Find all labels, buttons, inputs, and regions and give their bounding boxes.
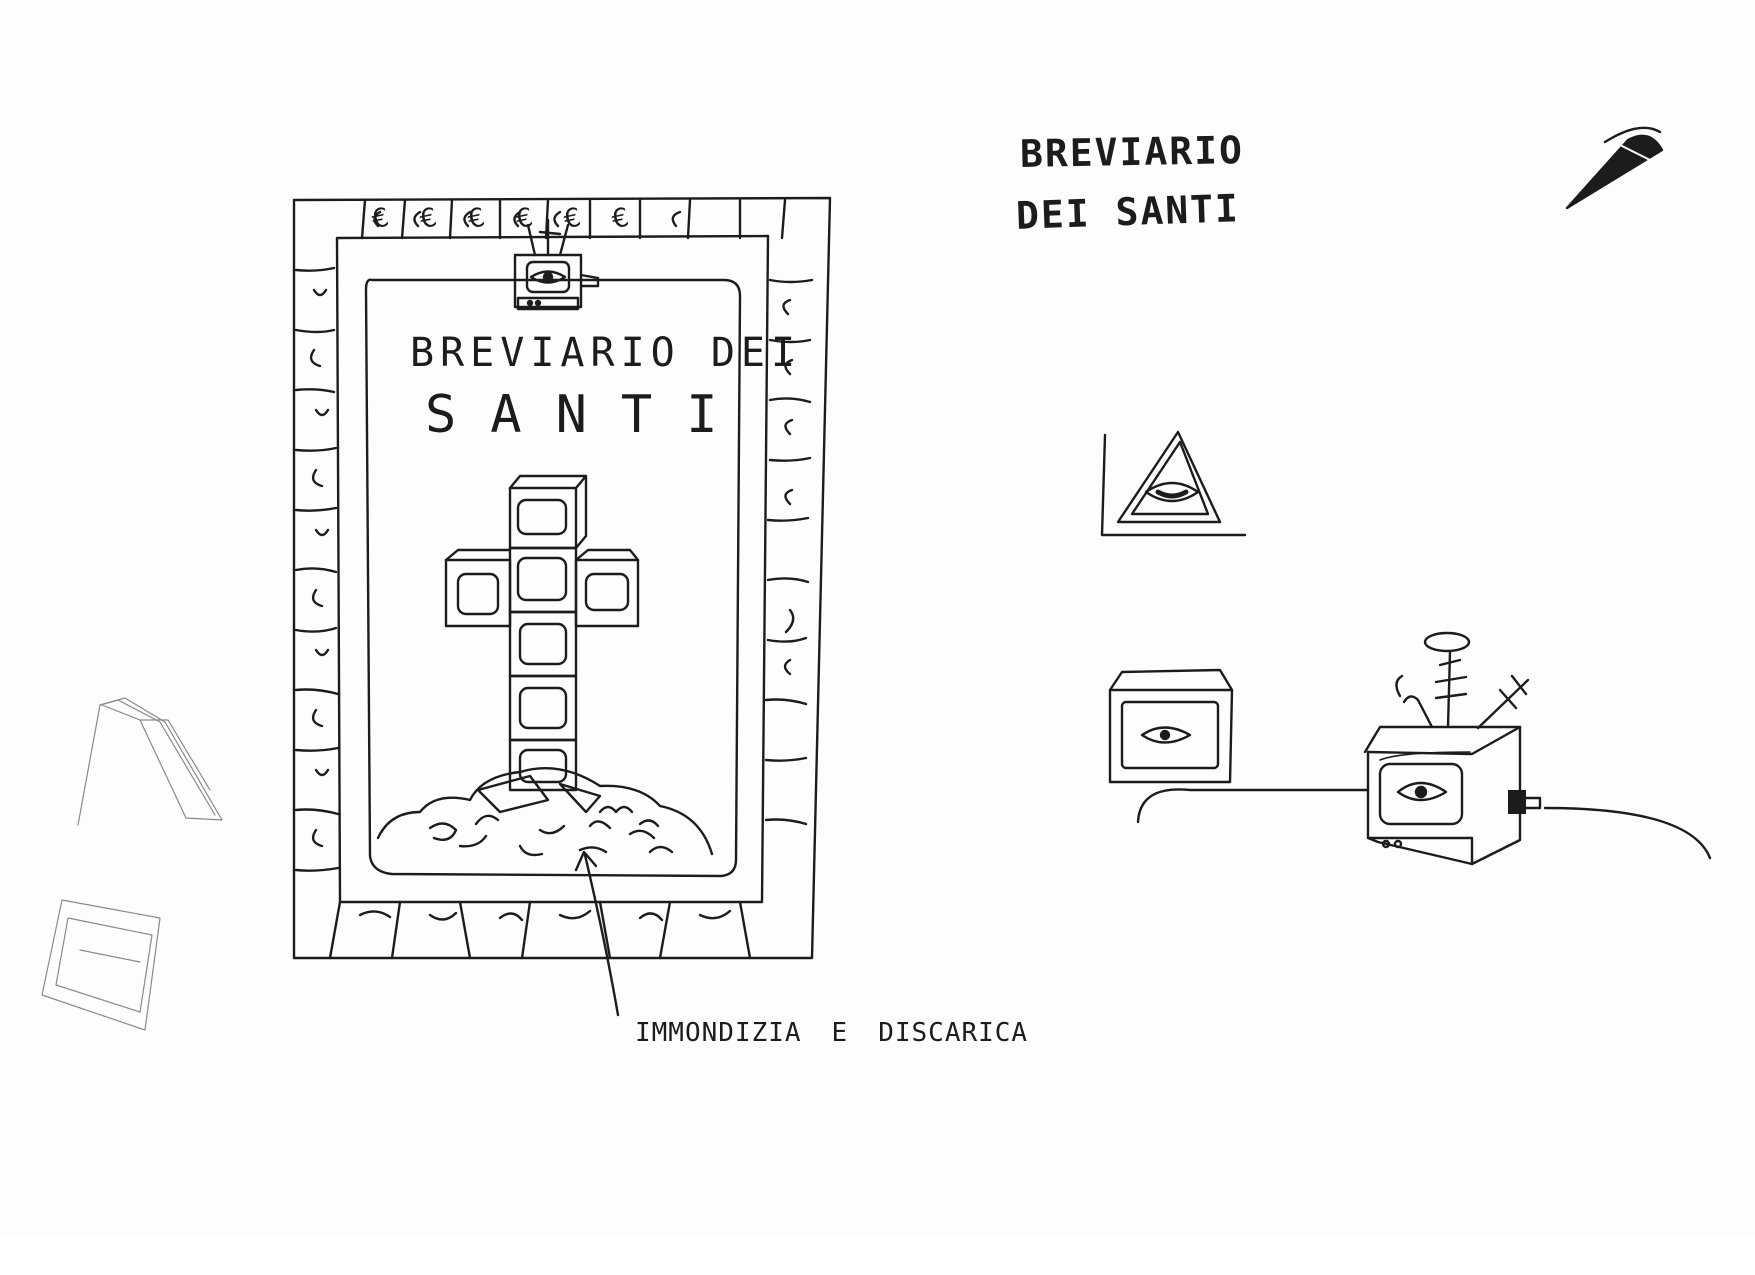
caption: IMMONDIZIA E DISCARICA: [635, 1018, 1028, 1048]
pen-nib-icon: [1565, 126, 1664, 210]
cover-title-line-1: BREVIARIO DEI: [410, 330, 802, 376]
antenna-icon: [1395, 631, 1530, 730]
caption-part-2: E: [831, 1018, 849, 1048]
book-inner-border: [335, 234, 770, 904]
arrow-icon: [583, 853, 620, 1017]
paper-sheet: [0, 0, 1755, 1235]
caption-part-3: DISCARICA: [878, 1018, 1029, 1048]
cover-title-line-2: SANTI: [425, 385, 752, 445]
book-cover-panel: [364, 278, 742, 878]
trash-pile-icon: [376, 767, 714, 857]
eye-in-triangle-icon: [1100, 430, 1247, 537]
caption-part-1: IMMONDIZIA: [635, 1018, 802, 1048]
book-cover-sketch: [292, 196, 832, 1017]
cable-right: [1543, 806, 1712, 860]
side-title-line-2: DEI SANTI: [1015, 186, 1241, 238]
television-icon: [1363, 725, 1542, 866]
cable-left: [1136, 788, 1370, 824]
pencil-sketches: [41, 697, 223, 1031]
book-outer-border: [292, 196, 832, 960]
eye-icon: [513, 218, 600, 311]
television-icon: [1108, 668, 1234, 784]
cross-icon: [444, 474, 640, 792]
side-title-line-1: BREVIARIO: [1019, 128, 1245, 176]
